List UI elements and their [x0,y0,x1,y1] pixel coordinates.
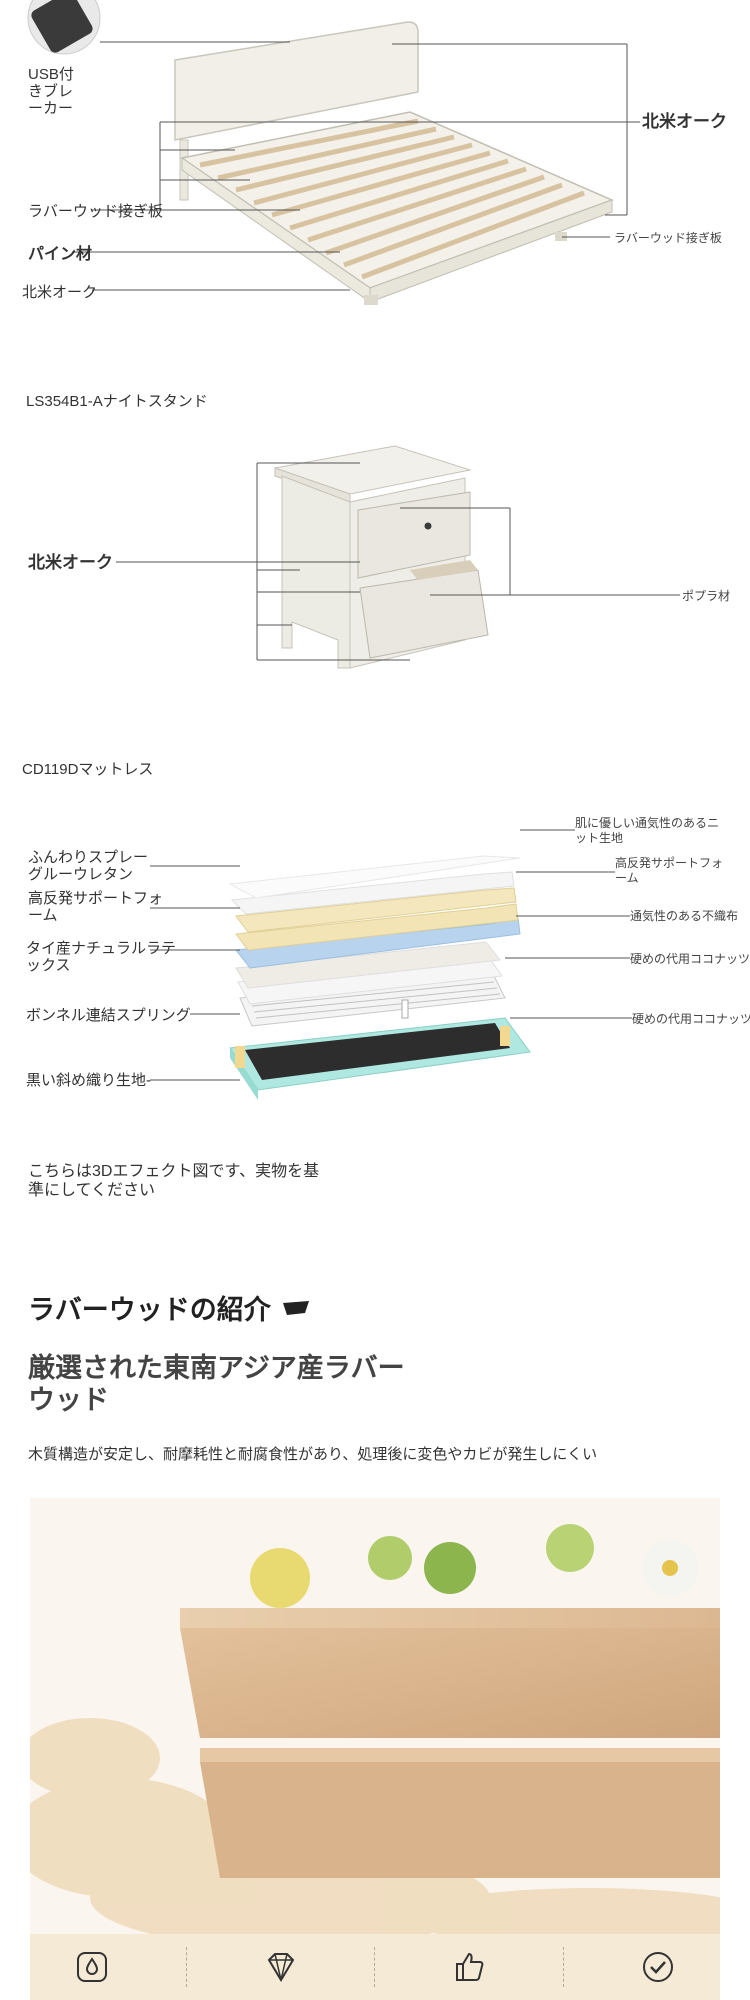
nightstand-right-label: ポプラ材 [682,589,731,603]
feature-certified [628,1943,688,1991]
bed-slats [199,118,585,280]
feature-recommended [439,1943,499,1991]
rubberwood-description: 木質構造が安定し、耐摩耗性と耐腐食性があり、処理後に変色やカビが発生しにくい [28,1446,598,1463]
mattress-note: こちらは3Dエフェクト図です、実物を基 準にしてください [28,1163,320,1199]
bed-left-label-3: 北米オーク [22,284,98,301]
mattress-right-label-4: 硬めの代用ココナッツ [630,952,750,966]
bed-left-label-1: ラバーウッド接ぎ板 [28,203,163,220]
diamond-icon [267,1953,294,1982]
bed-illustration [27,0,640,305]
usb-breaker-thumbnail [27,0,101,55]
mattress-left-label-5: 黒い斜め織り生地- [26,1072,151,1089]
mattress-right-label-1: 肌に優しい通気性のあるニ ット生地 [575,816,720,845]
mattress-left-label-3: タイ産ナチュラルラテ ックス [26,940,177,974]
bed-right-bottom-label: ラバーウッド接ぎ板 [614,231,722,245]
mattress-right-label-5: 硬めの代用ココナッツ [632,1012,750,1026]
brush-stroke-icon [282,1300,309,1315]
nightstand-left-label: 北米オーク [28,553,113,572]
mattress-left-label-1: ふんわりスプレー グルーウレタン [28,849,149,883]
rubberwood-subtitle: 厳選された東南アジア産ラバー ウッド [28,1353,405,1415]
plant-decor [250,1524,698,1608]
usb-breaker-label: USB付 きブレ ーカー [28,66,74,117]
mattress-layers-illustration [150,829,632,1100]
rubberwood-blocks-image [30,1524,720,1934]
mattress-right-label-2: 高反発サポートフォ ーム [615,856,724,885]
feature-quality [251,1943,311,1991]
rubberwood-title: ラバーウッドの紹介 [28,1288,311,1327]
rubberwood-photo [30,1498,720,1934]
thumbs-up-icon [456,1952,484,1981]
mattress-left-label-4: ボンネル連結スプリング [26,1007,191,1024]
mattress-right-label-3: 通気性のある不織布 [630,909,739,923]
feature-water-resistant [62,1943,122,1991]
check-circle-icon [642,1952,673,1982]
feature-icon-bar [30,1934,720,2000]
mattress-caption: CD119Dマットレス [22,761,154,778]
mattress-left-label-2: 高反発サポートフォ ーム [28,890,164,924]
water-drop-icon [76,1952,107,1982]
bed-left-label-2: パイン材 [28,246,93,263]
nightstand-caption: LS354B1-Aナイトスタンド [26,393,208,410]
rubberwood-title-text: ラバーウッドの紹介 [28,1295,271,1325]
bed-right-top-label: 北米オーク [642,112,727,131]
nightstand-illustration [116,445,680,669]
